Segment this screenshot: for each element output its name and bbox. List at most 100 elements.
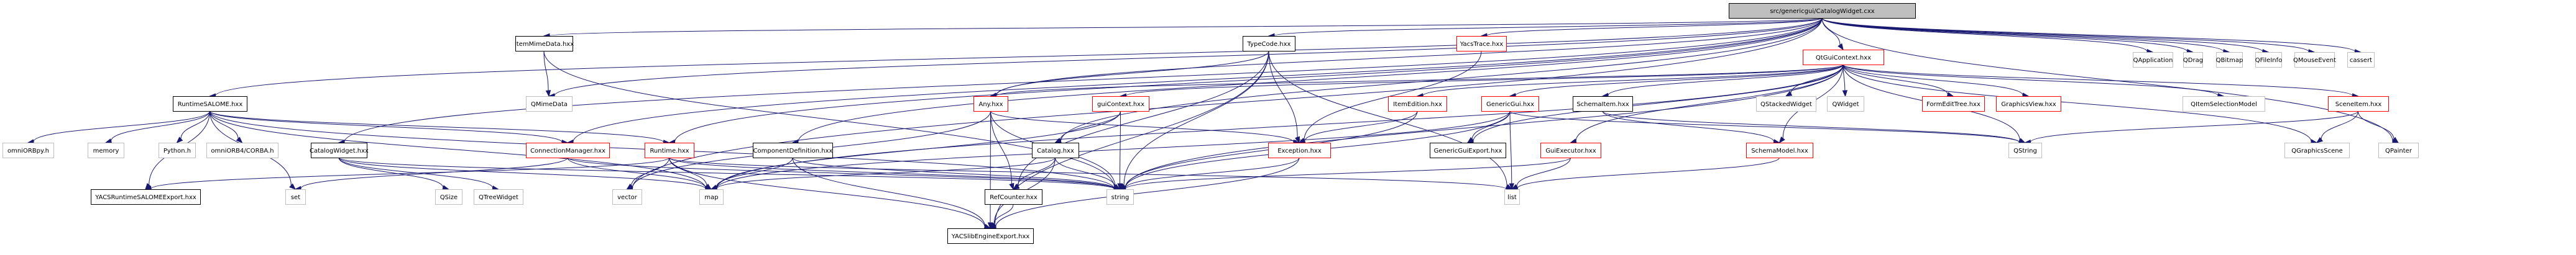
node-label: QStackedWidget xyxy=(1760,101,1812,108)
node-qtree-widget: QTreeWidget xyxy=(474,189,523,205)
node-box xyxy=(1827,96,1864,112)
edge-catalog-to-string xyxy=(1055,157,1121,190)
node-catalog[interactable]: Catalog.hxx xyxy=(1032,143,1079,158)
node-box xyxy=(1481,96,1539,112)
node-box xyxy=(973,96,1008,112)
node-label: ItemMimeData.hxx xyxy=(515,41,574,48)
node-box xyxy=(1746,143,1813,158)
edge-gui-context-to-catalog xyxy=(1054,110,1121,143)
edge-gui-executor-to-string xyxy=(1119,157,1571,192)
node-label: QFileInfo xyxy=(2255,57,2283,64)
node-qgraphics-scene: QGraphicsScene xyxy=(2284,143,2350,158)
edge-scene-item-to-qstring xyxy=(2024,110,2358,145)
node-qstring: QString xyxy=(2008,143,2042,158)
node-box xyxy=(1504,189,1520,205)
node-box xyxy=(206,143,278,158)
node-qmime-data: QMimeData xyxy=(526,96,573,112)
node-runtime[interactable]: Runtime.hxx xyxy=(645,143,694,158)
node-label: QDrag xyxy=(2183,57,2203,64)
edge-item-mime-data-to-string xyxy=(543,50,1121,190)
node-qbitmap: QBitmap xyxy=(2216,52,2243,68)
node-label: Exception.hxx xyxy=(1277,148,1322,154)
edge-root-to-qapplication xyxy=(1821,17,2154,55)
node-box xyxy=(526,143,610,158)
node-box xyxy=(526,96,573,112)
node-label: ItemEdition.hxx xyxy=(1393,101,1442,108)
node-generic-gui-export[interactable]: GenericGuiExport.hxx xyxy=(1430,143,1506,158)
edge-scene-item-to-qpainter xyxy=(2358,110,2399,143)
edge-component-definition-to-string xyxy=(792,157,1121,192)
node-label: YACSRuntimeSALOMEExport.hxx xyxy=(94,194,196,201)
node-connection-manager[interactable]: ConnectionManager.hxx xyxy=(526,143,610,158)
edge-item-edition-to-exception xyxy=(1298,110,1418,144)
node-generic-gui[interactable]: GenericGui.hxx xyxy=(1481,96,1539,112)
node-label: YacsTrace.hxx xyxy=(1460,41,1504,48)
node-type-code[interactable]: TypeCode.hxx xyxy=(1243,36,1295,51)
edge-runtime-salome-to-corba xyxy=(209,110,243,143)
edge-runtime-salome-to-memory xyxy=(104,110,210,144)
node-box xyxy=(1729,3,1916,19)
node-label: GraphicsView.hxx xyxy=(2001,101,2056,108)
edge-runtime-salome-to-python xyxy=(176,110,210,143)
edge-root-to-type-code xyxy=(1267,17,1823,38)
node-box xyxy=(159,143,196,158)
node-qmouse-event: QMouseEvent xyxy=(2293,52,2336,68)
edge-gui-context-to-string xyxy=(1117,110,1123,190)
node-qitem-selection-model: QItemSelectionModel xyxy=(2183,96,2265,112)
node-box xyxy=(173,96,247,112)
node-cassert: cassert xyxy=(2347,52,2375,68)
node-label: YACSlibEngineExport.hxx xyxy=(951,233,1030,240)
edge-gui-executor-to-list xyxy=(1511,157,1571,190)
edge-catalog-to-ref-counter xyxy=(1012,157,1056,190)
node-any[interactable]: Any.hxx xyxy=(973,96,1008,112)
node-label: QSize xyxy=(440,194,458,201)
node-gui-context[interactable]: guiContext.hxx xyxy=(1092,96,1149,112)
node-exception[interactable]: Exception.hxx xyxy=(1268,143,1331,158)
node-form-edit-tree[interactable]: FormEditTree.hxx xyxy=(1922,96,1985,112)
edge-schema-item-to-qstring xyxy=(1602,110,2026,145)
node-runtime-salome[interactable]: RuntimeSALOME.hxx xyxy=(173,96,247,112)
node-string: string xyxy=(1106,189,1134,205)
node-box xyxy=(1996,96,2061,112)
node-box xyxy=(1803,50,1884,65)
edge-component-definition-to-yacslib-engine-export xyxy=(792,157,991,229)
node-label: Python.h xyxy=(163,148,191,154)
node-box xyxy=(1922,96,1985,112)
node-schema-item[interactable]: SchemaItem.hxx xyxy=(1573,96,1633,112)
node-catalog-widget-h[interactable]: CatalogWidget.hxx xyxy=(310,143,369,158)
edge-qt-gui-context-to-form-edit-tree xyxy=(1842,64,1954,97)
node-box xyxy=(612,189,642,205)
node-box xyxy=(91,189,201,205)
edge-item-mime-data-to-qmime-data xyxy=(543,50,551,97)
node-item-mime-data[interactable]: ItemMimeData.hxx xyxy=(515,36,574,51)
node-item-edition[interactable]: ItemEdition.hxx xyxy=(1388,96,1447,112)
node-box xyxy=(1456,36,1507,51)
node-qt-gui-context[interactable]: QtGuiContext.hxx xyxy=(1803,50,1884,65)
node-ref-counter[interactable]: RefCounter.hxx xyxy=(985,189,1042,205)
node-label: QItemSelectionModel xyxy=(2191,101,2257,108)
edge-generic-gui-to-qstring xyxy=(1509,110,2026,145)
node-gui-executor[interactable]: GuiExecutor.hxx xyxy=(1540,143,1601,158)
node-box xyxy=(1243,36,1295,51)
node-box xyxy=(311,143,367,158)
node-label: src/genericgui/CatalogWidget.cxx xyxy=(1770,8,1874,15)
node-label: FormEditTree.hxx xyxy=(1926,101,1980,108)
node-yacsruntime-salomeexport[interactable]: YACSRuntimeSALOMEExport.hxx xyxy=(91,189,201,205)
node-yacslib-engine-export[interactable]: YACSlibEngineExport.hxx xyxy=(947,228,1034,244)
node-box xyxy=(515,36,573,51)
node-scene-item[interactable]: SceneItem.hxx xyxy=(2328,96,2389,112)
node-graphics-view[interactable]: GraphicsView.hxx xyxy=(1996,96,2061,112)
node-root[interactable]: src/genericgui/CatalogWidget.cxx xyxy=(1729,3,1916,19)
edge-catalog-widget-h-to-map xyxy=(338,157,712,192)
edge-any-to-ref-counter xyxy=(990,110,1014,190)
node-box xyxy=(2378,143,2419,158)
nodes-layer: src/genericgui/CatalogWidget.cxxItemMime… xyxy=(2,3,2419,244)
node-label: QTreeWidget xyxy=(479,194,518,201)
node-schema-model[interactable]: SchemaModel.hxx xyxy=(1746,143,1813,158)
node-label: GenericGui.hxx xyxy=(1486,101,1534,108)
node-yacs-trace[interactable]: YacsTrace.hxx xyxy=(1456,36,1507,51)
node-label: QMimeData xyxy=(531,101,568,108)
node-component-definition[interactable]: ComponentDefinition.hxx xyxy=(753,143,833,158)
node-label: omniORBpy.h xyxy=(7,148,49,154)
node-label: QString xyxy=(2013,148,2037,154)
